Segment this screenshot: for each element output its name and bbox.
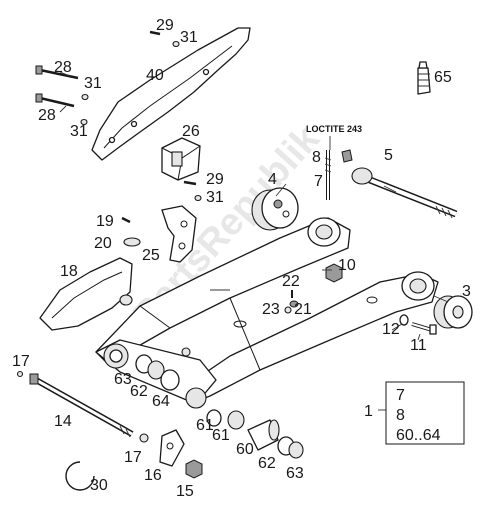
- callout-23: 23: [262, 301, 280, 318]
- part-17-top: [16, 370, 24, 378]
- screw-29-top: [149, 30, 161, 36]
- stud-7-part: [324, 150, 332, 200]
- chain-slider-block-part: [161, 137, 201, 181]
- callout-11: 11: [410, 337, 427, 354]
- plate-16-part: [159, 429, 185, 467]
- bearing-61-a: [206, 409, 222, 427]
- callout-63-left: 63: [114, 371, 132, 388]
- callout-62-left: 62: [130, 383, 148, 400]
- callout-60: 60: [236, 441, 254, 458]
- chain-guide-18-part: [39, 257, 133, 331]
- part-21: [289, 300, 299, 308]
- callout-22: 22: [282, 273, 300, 290]
- callout-40: 40: [146, 67, 164, 84]
- washer-20: [123, 237, 141, 247]
- callout-63-right: 63: [286, 465, 304, 482]
- part-23: [284, 306, 292, 314]
- callout-19: 19: [96, 213, 114, 230]
- pivot-shaft-14-part: [29, 373, 134, 438]
- callout-29-top: 29: [156, 17, 174, 34]
- callout-28-lower: 28: [38, 107, 56, 124]
- screw-19: [121, 216, 131, 224]
- callout-26: 26: [182, 123, 200, 140]
- circlip-30: [65, 461, 95, 491]
- callout-62-right: 62: [258, 455, 276, 472]
- screw-29-mid: [183, 180, 197, 186]
- eccentric-part: [251, 187, 299, 231]
- bracket-25-part: [161, 205, 197, 263]
- callout-61-b: 61: [212, 427, 230, 444]
- grease-tube-part: [417, 61, 431, 95]
- callout-28-upper: 28: [54, 59, 72, 76]
- nut-8-part: [341, 149, 353, 163]
- chain-guard-part: [91, 27, 251, 161]
- nut-31-top: [172, 40, 180, 48]
- nut-31-upper: [81, 93, 89, 101]
- callout-16: 16: [144, 467, 162, 484]
- callout-30: 30: [90, 477, 108, 494]
- part-17-bottom: [139, 433, 149, 443]
- nut-31-mid: [194, 194, 202, 202]
- bearing-61-b: [227, 410, 245, 430]
- callout-4: 4: [268, 171, 277, 188]
- bolt-28-upper: [35, 65, 79, 80]
- bearing-62-left: [147, 360, 165, 380]
- callout-17-bottom: 17: [124, 449, 142, 466]
- callout-31-lower: 31: [70, 123, 88, 140]
- callout-17-top: 17: [12, 353, 30, 370]
- callout-20: 20: [94, 235, 112, 252]
- callout-3: 3: [462, 283, 471, 300]
- bolt-28-lower: [35, 93, 75, 108]
- spacer-60-part: [247, 419, 280, 451]
- callout-8: 8: [312, 149, 321, 166]
- bearing-64: [160, 369, 180, 391]
- callout-29-mid: 29: [206, 171, 224, 188]
- leader-lines: [59, 71, 449, 341]
- kit-box: [385, 381, 465, 445]
- callout-14: 14: [54, 413, 72, 430]
- axle-part: [351, 167, 458, 219]
- callout-21: 21: [294, 301, 312, 318]
- nut-31-lower: [80, 118, 88, 126]
- callout-64: 64: [152, 393, 170, 410]
- washer-12: [399, 314, 409, 326]
- kit-line-7: 7: [396, 387, 405, 404]
- callout-31-mid: 31: [206, 189, 224, 206]
- callout-5: 5: [384, 147, 393, 164]
- nut-10-part: [325, 263, 343, 283]
- callout-10: 10: [338, 257, 356, 274]
- callout-25: 25: [142, 247, 160, 264]
- callout-31-top: 31: [180, 29, 198, 46]
- callout-18: 18: [60, 263, 78, 280]
- loctite-label: LOCTITE 243: [306, 124, 362, 134]
- callout-61-a: 61: [196, 417, 214, 434]
- kit-line-60-64: 60..64: [396, 427, 441, 444]
- callout-1: 1: [364, 403, 373, 420]
- callout-7: 7: [314, 173, 323, 190]
- callout-31-upper: 31: [84, 75, 102, 92]
- chain-roller-3-part: [433, 295, 473, 329]
- nut-15-part: [185, 459, 203, 479]
- bolt-11-part: [411, 322, 437, 335]
- kit-line-8: 8: [396, 407, 405, 424]
- callout-12: 12: [382, 321, 400, 338]
- callout-15: 15: [176, 483, 194, 500]
- callout-65: 65: [434, 69, 452, 86]
- bearing-63-right: [288, 441, 304, 459]
